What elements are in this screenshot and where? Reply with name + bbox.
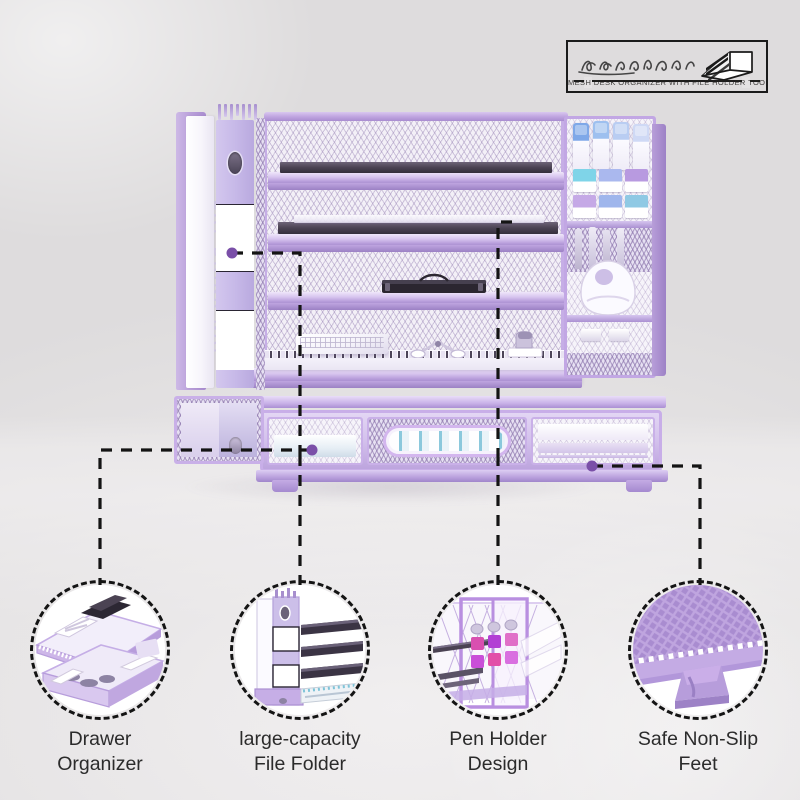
callout-drawer-organizer-ring (30, 580, 170, 720)
folder-label-panel-1 (216, 204, 254, 272)
binder-clip-2 (609, 329, 629, 341)
callout-drawer-organizer[interactable]: Drawer Organizer (30, 580, 170, 775)
callout-non-slip-feet[interactable]: Safe Non-Slip Feet (628, 580, 768, 775)
non-slip-foot-right (626, 480, 652, 492)
scissors-icon (410, 340, 466, 358)
drawer-cloth-top (538, 424, 648, 440)
top-frame-rail (264, 112, 568, 121)
file-holder-lavender-folder (216, 120, 254, 388)
shelf-2-document-stack (278, 222, 558, 234)
file-divider-tabs (218, 104, 260, 122)
file-holder-white-folder: EAT DRINK NAP (186, 116, 227, 388)
drawer-cloth-mid (538, 443, 648, 453)
product-illustration: EAT DRINK NAP (168, 104, 668, 492)
folder-label-panel-2 (216, 310, 254, 370)
drawer-rolled-items (389, 431, 505, 451)
pen-holder-side-panel (652, 124, 666, 376)
sticky-note-4 (573, 195, 596, 218)
callout-file-folder-ring (230, 580, 370, 720)
pen-holder-tower (564, 116, 656, 378)
tower-divider-1 (567, 221, 653, 228)
drawer-top-lip (256, 396, 666, 408)
marker-pen-3 (613, 122, 629, 170)
shelf-tier-1 (268, 172, 564, 190)
side-drawer-knob (229, 437, 242, 454)
non-slip-foot-left (272, 480, 298, 492)
drawer-oval-window (383, 425, 511, 457)
marker-pen-2 (593, 121, 609, 169)
sticky-note-5 (599, 195, 622, 218)
logo-tagline: MESH DESK ORGANIZER WITH FILE HOLDER TOO… (568, 78, 768, 87)
stapler-icon (507, 331, 543, 358)
document-clip-folder-icon (382, 273, 486, 293)
tool-stick-2 (589, 227, 596, 269)
brand-script-mark-icon (578, 59, 695, 76)
main-work-surface (252, 368, 582, 388)
callout-pen-holder[interactable]: Pen Holder Design (428, 580, 568, 775)
callout-pen-holder-label: Pen Holder Design (449, 728, 547, 775)
sticky-note-3 (625, 169, 648, 192)
sticky-note-2 (599, 169, 622, 192)
file-section-mesh-divider (256, 118, 265, 390)
callout-file-folder[interactable]: large-capacity File Folder (230, 580, 370, 775)
tool-stick-3 (603, 230, 610, 269)
shelf-tier-1-front-lip (268, 183, 564, 190)
callout-file-folder-label: large-capacity File Folder (239, 728, 361, 775)
tower-divider-2 (567, 315, 653, 322)
shelf-tier-3 (268, 292, 564, 310)
shelf-tier-2-front-lip (268, 245, 564, 252)
callout-pen-holder-ring (428, 580, 568, 720)
laptop-keyboard (300, 337, 384, 348)
tool-stick-1 (575, 229, 582, 269)
tool-stick-4 (617, 228, 624, 269)
main-work-surface-front-lip (252, 381, 582, 388)
drawer-base-plate (256, 470, 668, 492)
shelf-tier-2 (268, 234, 564, 252)
drawer-cloth-bottom (538, 455, 648, 458)
drawer-paper-stack (274, 435, 356, 457)
callout-non-slip-feet-label: Safe Non-Slip Feet (637, 728, 759, 775)
tape-dispenser-icon (580, 260, 636, 316)
marker-pen-4 (633, 124, 649, 172)
laptop-device (296, 334, 388, 354)
logo-tagline-backdrop (584, 77, 750, 88)
side-pullout-drawer (174, 396, 264, 464)
callout-non-slip-feet-ring (628, 580, 768, 720)
drawer-cell-cloth (531, 417, 655, 465)
drawer-organizer-row (260, 410, 662, 472)
tower-bottom-mesh (567, 353, 653, 375)
sticky-note-1 (573, 169, 596, 192)
brand-logo: MESH DESK ORGANIZER WITH FILE HOLDER TOO… (566, 40, 768, 93)
folder-thumb-hole (228, 152, 242, 174)
shelf-tier-3-front-lip (268, 303, 564, 310)
shelf-2-paper-sheets (294, 215, 544, 223)
sticky-note-6 (625, 195, 648, 218)
binder-clip-1 (581, 329, 601, 341)
drawer-cell-paper (267, 417, 363, 465)
callout-drawer-organizer-label: Drawer Organizer (57, 728, 143, 775)
side-drawer-left-bay (181, 403, 221, 457)
shelf-1-document-stack (280, 162, 552, 173)
drawer-cell-window (367, 417, 527, 465)
marker-pen-1 (573, 123, 589, 171)
